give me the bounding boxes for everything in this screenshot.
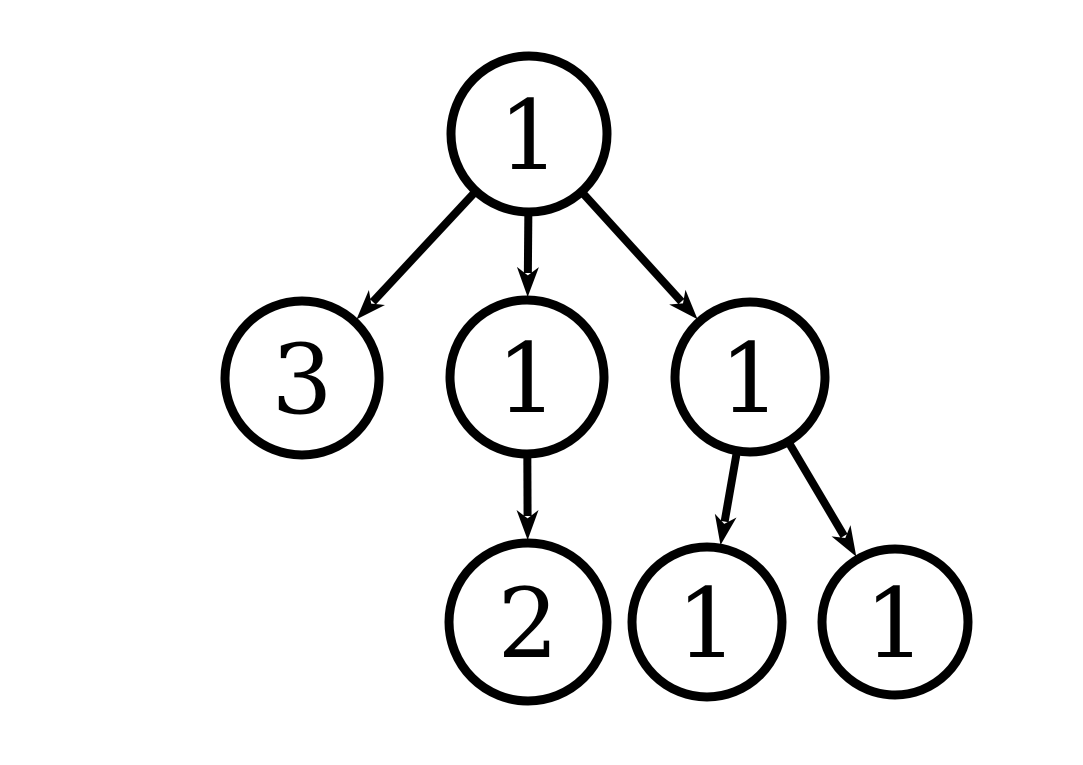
tree-node[interactable]: 1 — [446, 51, 612, 217]
node-circle[interactable] — [627, 542, 787, 702]
edge-arrowhead — [516, 509, 539, 540]
tree-edge — [785, 440, 857, 557]
tree-node[interactable]: 1 — [627, 542, 787, 702]
node-label: 1 — [864, 568, 925, 680]
node-circle[interactable] — [670, 297, 830, 457]
edge-arrowhead — [516, 266, 539, 297]
node-label: 1 — [719, 323, 780, 435]
node-circle[interactable] — [445, 295, 609, 459]
node-circle[interactable] — [220, 296, 384, 460]
node-label: 3 — [271, 324, 332, 436]
tree-edge — [579, 189, 698, 320]
nodes-layer: 1 3 1 1 2 1 1 — [220, 51, 973, 706]
tree-node[interactable]: 1 — [445, 295, 609, 459]
edge-line — [785, 440, 848, 538]
tree-node[interactable]: 2 — [444, 538, 612, 706]
tree-edge — [714, 451, 741, 546]
node-label: 1 — [498, 80, 559, 192]
edge-arrowhead — [714, 513, 737, 546]
node-circle[interactable] — [446, 51, 612, 217]
edge-arrowhead — [831, 525, 857, 557]
tree-node[interactable]: 3 — [220, 296, 384, 460]
node-circle[interactable] — [817, 544, 973, 700]
tree-edge — [356, 189, 479, 320]
node-circle[interactable] — [444, 538, 612, 706]
tree-edge — [516, 212, 539, 297]
tree-node[interactable]: 1 — [670, 297, 830, 457]
edge-arrowhead — [356, 289, 385, 320]
edge-line — [579, 189, 685, 305]
node-label: 1 — [676, 568, 737, 680]
tree-node[interactable]: 1 — [817, 544, 973, 700]
edges-layer — [356, 189, 857, 557]
node-label: 1 — [496, 323, 557, 435]
tree-edge — [516, 454, 539, 540]
node-label: 2 — [497, 568, 558, 680]
edge-line — [369, 189, 479, 305]
edge-arrowhead — [669, 289, 698, 320]
edge-line — [720, 451, 741, 523]
